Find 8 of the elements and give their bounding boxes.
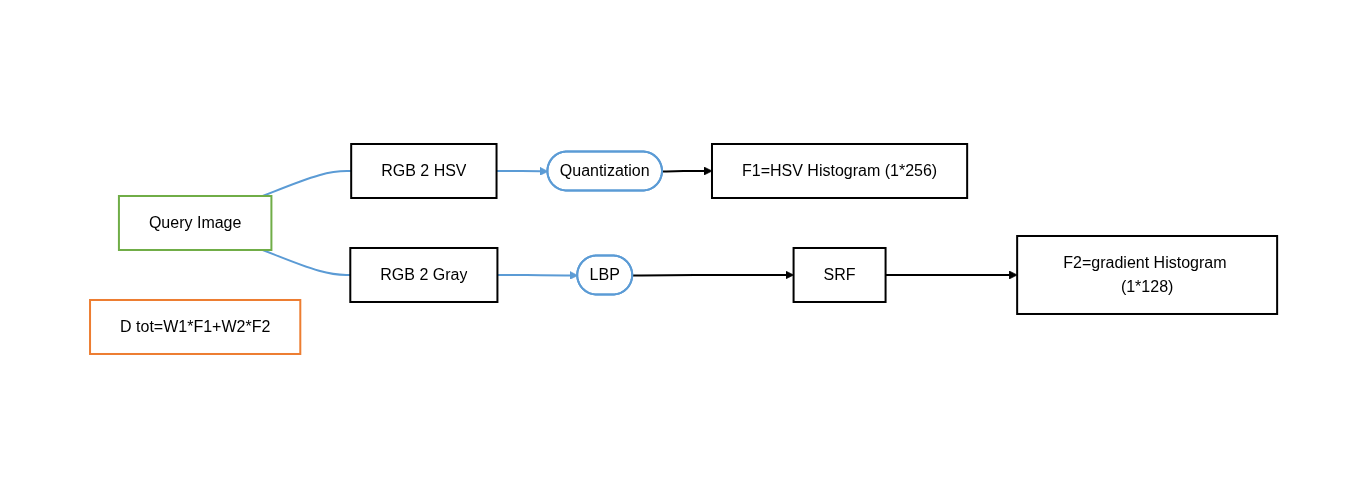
node-box: RGB 2 HSV xyxy=(350,142,498,199)
node-box: F2=gradient Histogram (1*128) xyxy=(1016,234,1279,315)
node-box: Query Image xyxy=(118,194,273,251)
node-box: F1=HSV Histogram (1*256) xyxy=(711,142,969,199)
node-box: D tot=W1*F1+W2*F2 xyxy=(89,298,302,355)
node-box: SRF xyxy=(793,246,887,303)
arrow xyxy=(885,270,1018,279)
node-box: RGB 2 Gray xyxy=(349,246,499,303)
